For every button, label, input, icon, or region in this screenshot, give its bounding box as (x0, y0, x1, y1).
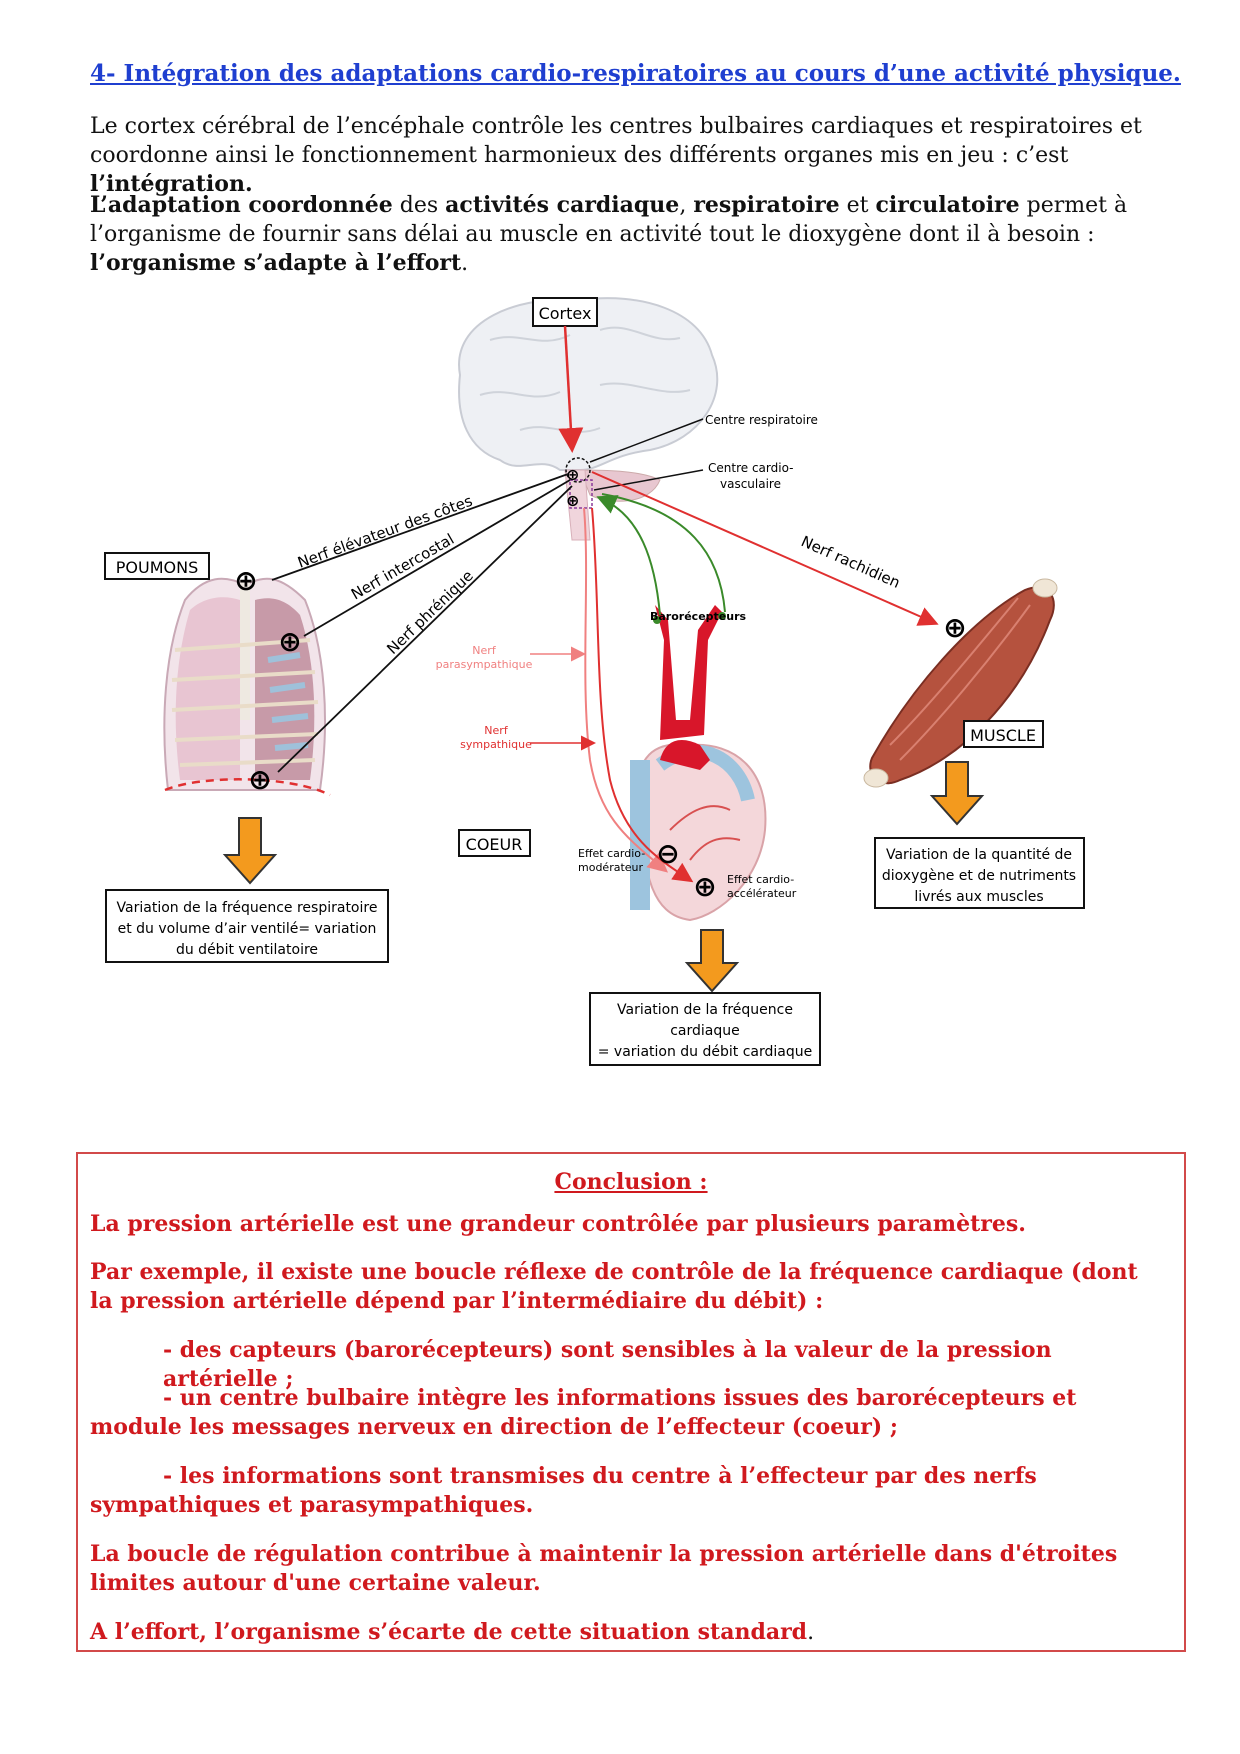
centre-respiratoire-label: Centre respiratoire (705, 413, 818, 427)
svg-text:livrés aux muscles: livrés aux muscles (914, 889, 1043, 905)
adaptation-paragraph: L’adaptation coordonnée des activités ca… (90, 192, 1128, 276)
plus-icon: ⊕ (248, 763, 271, 796)
conclusion-p2: Par exemple, il existe une boucle réflex… (90, 1259, 1138, 1314)
muscle-label-box (963, 720, 1044, 748)
conclusion-p6: La boucle de régulation contribue à main… (90, 1541, 1118, 1596)
heart-illustration (630, 605, 767, 922)
svg-text:et du volume d’air ventilé= va: et du volume d’air ventilé= variation (118, 921, 377, 937)
poumons-label: POUMONS (116, 558, 198, 577)
effet-mod-label-1: Effet cardio- (578, 847, 645, 860)
muscle-label: MUSCLE (970, 726, 1036, 745)
cortex-to-bulb-arrow (558, 325, 584, 453)
brain-illustration (458, 297, 719, 541)
respiratory-centre-marker (565, 457, 591, 483)
plus-icon: ⊕ (278, 625, 301, 658)
conclusion-box: Conclusion : La pression artérielle est … (76, 1152, 1186, 1652)
coeur-label-box (458, 829, 531, 857)
result-box-respiratoire (105, 889, 389, 963)
baroreceptor-dot (718, 612, 726, 620)
nerf-para-label-2: parasympathique (436, 658, 533, 671)
effet-mod-label-2: modérateur (578, 861, 644, 874)
cortex-label: Cortex (539, 304, 592, 323)
poumons-label-box (104, 552, 210, 580)
cardiovascular-centre-marker (569, 479, 593, 509)
plus-icon: ⊕ (943, 611, 966, 644)
baroreceptor-afferent-line (601, 493, 726, 613)
nerf-para-label-1: Nerf (472, 644, 497, 657)
svg-text:Variation de la quantité de: Variation de la quantité de (886, 847, 1072, 863)
conclusion-p5: - les informations sont transmises du ce… (90, 1463, 1037, 1518)
nerf-sympathique-line (591, 507, 694, 883)
coeur-label: COEUR (466, 835, 523, 854)
plus-icon: ⊕ (566, 465, 579, 484)
intro-paragraph: Le cortex cérébral de l’encéphale contrô… (90, 114, 1142, 197)
diaphragm-line (164, 778, 331, 797)
down-arrow-icon (929, 761, 985, 826)
plus-icon: ⊕ (234, 564, 257, 597)
nerf-elevateur-line (271, 473, 569, 581)
plus-icon: ⊕ (693, 870, 716, 903)
nerf-intercostal-line (303, 479, 571, 637)
minus-icon: ⊖ (656, 837, 679, 870)
plus-icon: ⊕ (566, 491, 579, 510)
down-arrow-icon (222, 817, 278, 885)
nerf-symp-label-1: Nerf (484, 724, 509, 737)
svg-text:cardiaque: cardiaque (670, 1023, 740, 1039)
svg-text:dioxygène et de nutriments: dioxygène et de nutriments (882, 868, 1076, 884)
centre-cv-label-2: vasculaire (720, 477, 781, 491)
conclusion-title: Conclusion : (554, 1169, 708, 1195)
nerf-rachidien-label: Nerf rachidien (798, 532, 902, 592)
barorecepteurs-label: Barorécepteurs (650, 610, 747, 623)
muscle-illustration (863, 578, 1058, 788)
conclusion-p4: - un centre bulbaire intègre les informa… (90, 1385, 1077, 1440)
effet-acc-label-1: Effet cardio- (727, 873, 794, 886)
svg-text:Variation de la fréquence: Variation de la fréquence (617, 1002, 793, 1018)
effet-acc-label-2: accélérateur (727, 887, 797, 900)
conclusion-p3: - des capteurs (barorécepteurs) sont sen… (163, 1337, 1052, 1392)
down-arrow-icon (684, 929, 740, 993)
lungs-illustration (163, 577, 326, 791)
baroreceptor-dot (653, 616, 661, 624)
page-title: 4- Intégration des adaptations cardio-re… (90, 60, 1181, 87)
nerf-rachidien-line (591, 471, 939, 626)
centre-cv-label-1: Centre cardio- (708, 461, 793, 475)
baroreceptor-afferent-arrow (596, 495, 661, 616)
svg-text:du débit ventilatoire: du débit ventilatoire (176, 942, 318, 958)
conclusion-p7: A l’effort, l’organisme s’écarte de cett… (90, 1619, 815, 1645)
svg-text:Variation de la fréquence resp: Variation de la fréquence respiratoire (117, 900, 378, 916)
nerf-phrenique-line (277, 485, 573, 773)
integration-diagram: Cortex ⊕ ⊕ Centre respiratoire Centre ca… (104, 297, 1085, 1066)
svg-text:= variation du débit cardiaque: = variation du débit cardiaque (598, 1044, 812, 1060)
result-box-muscle (874, 837, 1085, 909)
nerf-symp-label-2: sympathique (460, 738, 532, 751)
result-box-cardiaque (589, 992, 821, 1066)
conclusion-p1: La pression artérielle est une grandeur … (90, 1211, 1026, 1237)
